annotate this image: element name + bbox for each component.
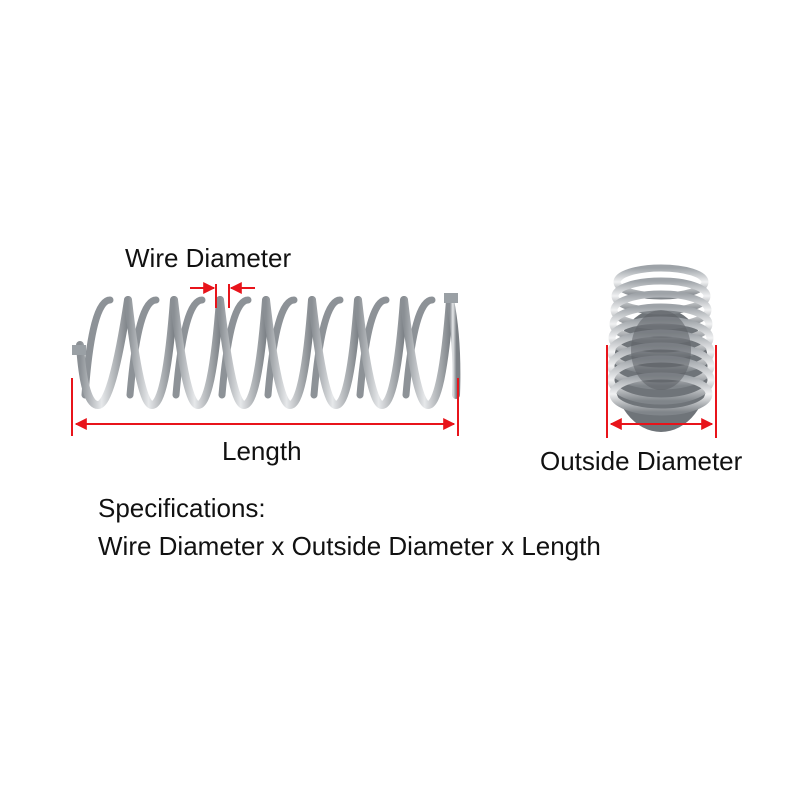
dimension-lines	[71, 282, 717, 438]
wire-diameter-label: Wire Diameter	[125, 243, 292, 273]
short-spring-image	[607, 264, 715, 432]
length-label: Length	[222, 436, 302, 466]
outside-diameter-label: Outside Diameter	[540, 446, 743, 476]
specifications-title: Specifications:	[98, 493, 266, 523]
specifications-formula: Wire Diameter x Outside Diameter x Lengt…	[98, 531, 601, 561]
long-spring-image	[72, 293, 461, 410]
